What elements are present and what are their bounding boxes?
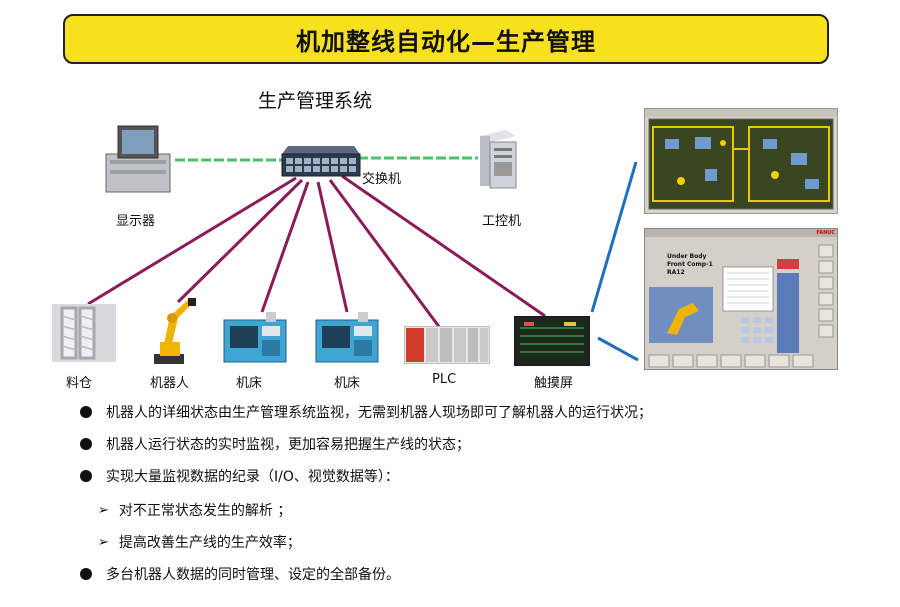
bullet-dot	[80, 438, 92, 450]
bullet-item: 实现大量监视数据的纪录（I/O、视觉数据等）：	[80, 466, 399, 486]
sub-bullet-item: ➢ 对不正常状态发生的解析 ；	[98, 500, 291, 520]
bullet-text: 多台机器人数据的同时管理、设定的全部备份。	[106, 567, 400, 583]
bullet-item: 机器人的详细状态由生产管理系统监视，无需到机器人现场即可了解机器人的运行状况；	[80, 402, 652, 422]
switch-label: 交换机	[362, 172, 402, 187]
arrow-bullet-icon: ➢	[98, 534, 109, 550]
page-title: 机加整线自动化—生产管理	[296, 27, 596, 56]
material-bin-icon	[52, 304, 116, 362]
bullet-dot	[80, 568, 92, 580]
hmi-info-line-1: Under Body	[667, 253, 707, 260]
hmi-brand: FANUC	[816, 230, 835, 236]
sub-bullet-item: ➢ 提高改善生产线的生产效率；	[98, 532, 301, 552]
monitor-label: 显示器	[116, 214, 156, 229]
robot-hmi-screenshot: FANUC Under Body Front Comp-1 RA12	[644, 228, 838, 370]
arrow-bullet-icon: ➢	[98, 502, 109, 518]
machine-tool-1-icon	[222, 312, 288, 364]
bullet-dot	[80, 470, 92, 482]
plc-label: PLC	[432, 372, 457, 387]
bullet-text: 实现大量监视数据的纪录（I/O、视觉数据等）：	[106, 469, 399, 485]
machine-tool-2-label: 机床	[334, 376, 361, 391]
touchscreen-label: 触摸屏	[534, 376, 574, 391]
layout-monitor-screenshot	[644, 108, 838, 214]
machine2-link	[316, 181, 349, 313]
touchscreen-icon	[513, 315, 591, 367]
bullet-text: 机器人运行状态的实时监视，更加容易把握生产线的状态；	[106, 437, 470, 453]
bullet-item: 机器人运行状态的实时监视，更加容易把握生产线的状态；	[80, 434, 470, 454]
screen-link-lower	[597, 336, 639, 362]
monitor-icon	[98, 124, 178, 196]
ipc-label: 工控机	[482, 214, 522, 229]
robot-label: 机器人	[150, 376, 190, 391]
bullet-text: 提高改善生产线的生产效率；	[118, 535, 301, 551]
touchscreen-link	[341, 174, 546, 318]
machine1-link	[260, 181, 310, 313]
machine-tool-1-label: 机床	[236, 376, 263, 391]
hmi-info: Under Body Front Comp-1 RA12	[667, 253, 713, 277]
material-bin-label: 料仓	[66, 376, 93, 391]
hmi-titlebar	[645, 229, 837, 237]
bin-link	[87, 176, 297, 306]
ipc-icon	[476, 128, 520, 190]
bullet-text: 对不正常状态发生的解析 ；	[118, 503, 292, 519]
bullet-dot	[80, 406, 92, 418]
robot-link	[176, 178, 304, 304]
screen-link-upper	[590, 161, 638, 313]
bullet-text: 机器人的详细状态由生产管理系统监视，无需到机器人现场即可了解机器人的运行状况；	[106, 405, 652, 421]
bullet-item: 多台机器人数据的同时管理、设定的全部备份。	[80, 564, 400, 584]
machine-tool-2-icon	[314, 312, 380, 364]
title-banner: 机加整线自动化—生产管理	[63, 14, 829, 64]
plc-link	[328, 179, 442, 329]
plc-icon	[403, 325, 491, 365]
switch-icon	[280, 140, 362, 182]
hmi-info-line-2: Front Comp-1	[667, 261, 713, 268]
hmi-info-line-3: RA12	[667, 269, 685, 276]
system-title: 生产管理系统	[258, 90, 373, 112]
robot-icon	[148, 296, 200, 366]
